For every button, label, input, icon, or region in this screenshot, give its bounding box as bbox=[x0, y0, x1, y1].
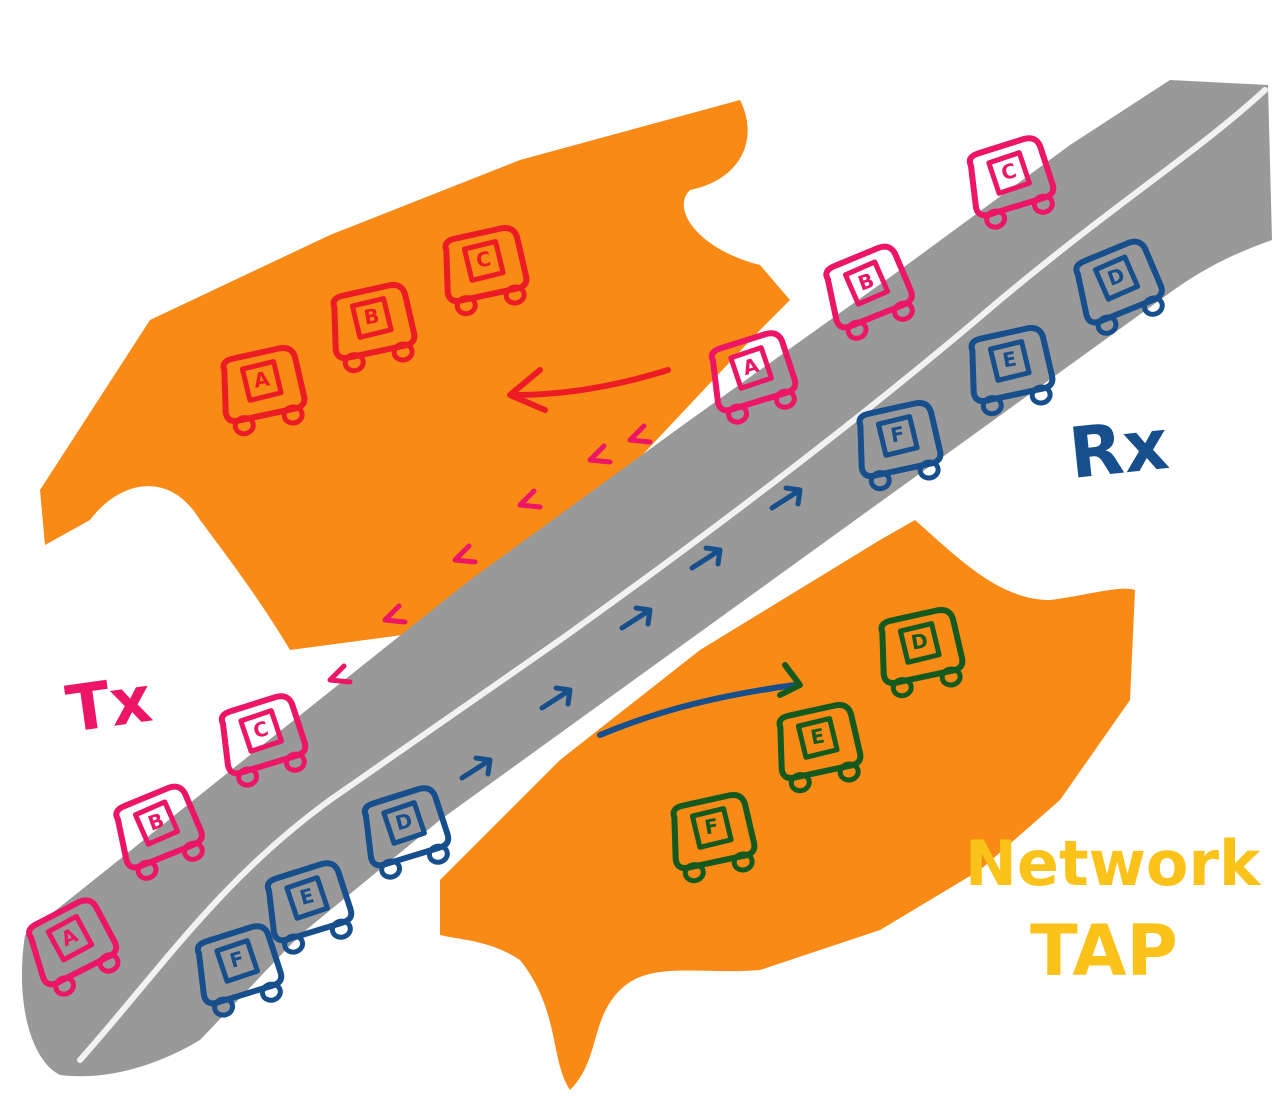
car-letter: E bbox=[809, 723, 827, 749]
car-wheel-rear bbox=[845, 319, 869, 341]
car-wheel-front bbox=[773, 388, 797, 410]
car-letter: B bbox=[145, 808, 168, 836]
car-letter: B bbox=[855, 268, 878, 296]
car-wheel-rear bbox=[980, 395, 1004, 417]
car-tap-copy-rx-d: D bbox=[878, 607, 966, 699]
network-tap-label-line2: TAP bbox=[1030, 910, 1178, 992]
direction-dash bbox=[382, 603, 408, 625]
car-wheel-rear bbox=[342, 352, 366, 374]
direction-dash bbox=[459, 755, 493, 781]
car-letter: E bbox=[1001, 346, 1019, 372]
car-wheel-rear bbox=[282, 933, 306, 955]
car-tap-copy-rx-f: F bbox=[670, 792, 758, 884]
car-tap-copy-tx-a: A bbox=[220, 345, 308, 437]
car-tap-copy-rx-e: E bbox=[776, 702, 864, 794]
car-wheel-rear bbox=[53, 975, 76, 997]
car-wheel-rear bbox=[682, 862, 706, 884]
car-wheel-front bbox=[97, 952, 121, 974]
direction-dash bbox=[689, 545, 723, 571]
car-wheel-front bbox=[283, 751, 307, 773]
car-wheel-rear bbox=[232, 415, 256, 437]
car-letter: F bbox=[889, 421, 907, 447]
direction-dash bbox=[587, 443, 613, 465]
car-tap-copy-tx-c: C bbox=[442, 225, 530, 317]
car-rx-lane-after-tap-d: D bbox=[1073, 238, 1165, 336]
car-rx-lane-after-tap-f: F bbox=[856, 400, 944, 492]
car-tx-lane-after-tap-c: C bbox=[966, 135, 1057, 230]
car-rx-lane-before-tap-f: F bbox=[194, 923, 285, 1018]
car-wheel-front bbox=[329, 918, 353, 940]
direction-dash bbox=[619, 605, 653, 631]
tap-block-tx-side bbox=[40, 100, 790, 650]
car-rx-lane-before-tap-d: D bbox=[361, 785, 452, 880]
car-wheel-front bbox=[426, 843, 450, 865]
car-wheel-rear bbox=[1095, 314, 1119, 336]
tap-rx-copy-arrow bbox=[597, 662, 803, 738]
car-wheel-front bbox=[1029, 384, 1053, 406]
car-wheel-rear bbox=[454, 295, 478, 317]
direction-dash bbox=[452, 543, 478, 565]
car-wheel-rear bbox=[236, 766, 260, 788]
rx-direction-dashes bbox=[459, 485, 803, 781]
car-letter: C bbox=[251, 716, 271, 743]
direction-dash bbox=[327, 663, 353, 685]
car-wheel-front bbox=[731, 851, 755, 873]
car-wheel-front bbox=[281, 404, 305, 426]
tx-label: Tx bbox=[62, 663, 156, 748]
car-rx-lane-after-tap-e: E bbox=[968, 325, 1056, 417]
lane-divider-line bbox=[77, 87, 1268, 1063]
car-wheel-rear bbox=[726, 403, 750, 425]
car-wheel-rear bbox=[788, 772, 812, 794]
car-letter: D bbox=[909, 628, 930, 655]
tap-tx-copy-arrow bbox=[507, 367, 671, 413]
car-wheel-front bbox=[891, 300, 915, 322]
direction-dash bbox=[539, 685, 573, 711]
car-wheel-rear bbox=[212, 996, 236, 1018]
car-wheel-front bbox=[1141, 295, 1165, 317]
car-letter: C bbox=[999, 158, 1019, 185]
rx-label: Rx bbox=[1065, 403, 1172, 495]
car-wheel-front bbox=[259, 981, 283, 1003]
car-wheel-front bbox=[939, 666, 963, 688]
car-tap-copy-tx-b: B bbox=[330, 282, 418, 374]
car-letter: A bbox=[740, 353, 762, 380]
car-wheel-front bbox=[503, 284, 527, 306]
direction-dash bbox=[517, 488, 543, 510]
car-wheel-front bbox=[917, 459, 941, 481]
direction-dash bbox=[769, 485, 803, 511]
car-wheel-rear bbox=[379, 858, 403, 880]
car-letter: A bbox=[252, 366, 272, 392]
car-letter: B bbox=[362, 303, 381, 329]
car-wheel-rear bbox=[868, 470, 892, 492]
car-letter: C bbox=[474, 246, 493, 272]
car-wheel-front bbox=[391, 341, 415, 363]
car-wheel-front bbox=[181, 840, 205, 862]
tx-direction-dashes bbox=[327, 423, 653, 685]
car-tx-lane-after-tap-a: A bbox=[708, 330, 799, 425]
car-letter: F bbox=[703, 813, 721, 839]
car-tx-lane-before-tap-c: C bbox=[218, 693, 309, 788]
network-tap-label-line1: Network bbox=[965, 827, 1262, 900]
car-wheel-rear bbox=[890, 677, 914, 699]
car-letter: D bbox=[393, 808, 415, 835]
car-letter: E bbox=[297, 883, 316, 910]
car-wheel-rear bbox=[984, 208, 1008, 230]
direction-dash bbox=[627, 423, 653, 445]
car-letter: D bbox=[1104, 263, 1128, 291]
car-wheel-front bbox=[837, 761, 861, 783]
car-wheel-rear bbox=[135, 859, 159, 881]
car-rx-lane-before-tap-e: E bbox=[264, 860, 355, 955]
car-letter: F bbox=[227, 946, 246, 973]
car-wheel-front bbox=[1031, 193, 1055, 215]
